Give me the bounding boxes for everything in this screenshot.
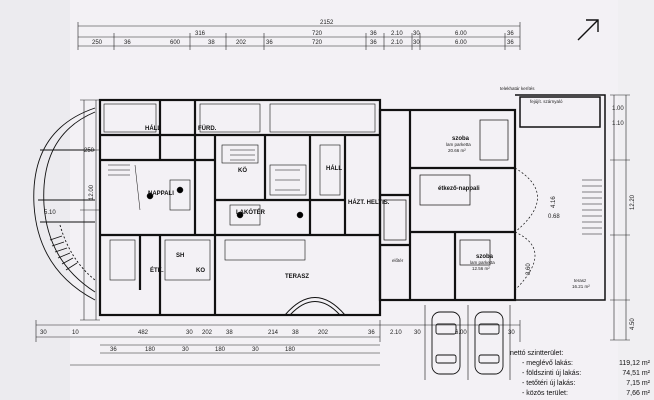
boundary-label: telekhatár kerítés <box>500 86 535 91</box>
area-row-value: 74,51 m² <box>622 370 650 377</box>
dim-bottom: 30 <box>182 347 189 353</box>
dim-bottom: 30 <box>252 347 259 353</box>
dim-top: 36 <box>266 40 273 46</box>
dim-top: 720 <box>312 31 323 37</box>
dim-bottom: 214 <box>268 330 279 336</box>
room-label: TERASZ <box>285 274 309 280</box>
dim-bottom: 38 <box>292 330 299 336</box>
dim-top: 36 <box>370 31 377 37</box>
room-label: szoba <box>476 254 494 260</box>
dim-top: 36 <box>507 40 514 46</box>
dim-top: 30 <box>413 31 420 37</box>
room-label: ÉTK. <box>150 266 164 274</box>
dim-right: 12.20 <box>630 194 636 210</box>
room-label: terasz <box>574 278 587 283</box>
dim-right: 0.68 <box>548 214 560 220</box>
dim-bottom: 180 <box>145 347 156 353</box>
area-row: - tetőtéri új lakás: 7,15 m² <box>510 379 650 389</box>
room-label: fejújít. szárnyaló <box>530 99 563 104</box>
room-area: 12.56 m² <box>472 266 490 271</box>
dim-left: 250 <box>84 148 95 154</box>
area-row-value: 7,15 m² <box>626 380 650 387</box>
room-label: KO <box>196 268 205 274</box>
dim-top: 250 <box>92 40 103 46</box>
room-area: 16.21 m² <box>572 284 590 289</box>
dim-bottom: 36 <box>110 347 117 353</box>
room-area: 20.66 m² <box>448 148 466 153</box>
dim-bottom: 202 <box>202 330 213 336</box>
dim-bottom: 482 <box>138 330 149 336</box>
dim-bottom: 38 <box>226 330 233 336</box>
dim-right: 4.50 <box>630 318 636 330</box>
room-label: FÜRD. <box>198 125 217 132</box>
dim-right: 3.60 <box>526 263 532 275</box>
room-label: KÖ <box>238 167 247 174</box>
room-label: HÁLL <box>326 165 342 172</box>
room-label: előtér <box>392 258 404 263</box>
room-label: szoba <box>452 136 470 142</box>
dim-overall: 2152 <box>320 20 334 26</box>
dim-top: 38 <box>208 40 215 46</box>
area-row: - földszinti új lakás: 74,51 m² <box>510 369 650 379</box>
dim-top: 2.10 <box>391 40 403 46</box>
dim-right: 4.16 <box>551 196 557 208</box>
room-label: SH <box>176 253 184 259</box>
area-row-label: - tetőtéri új lakás: <box>522 380 576 387</box>
dim-top: 600 <box>170 40 181 46</box>
area-row: - meglévő lakás: 119,12 m² <box>510 359 650 369</box>
dim-top: 6.00 <box>455 40 467 46</box>
dim-bottom: 36 <box>368 330 375 336</box>
dim-top: 202 <box>236 40 247 46</box>
dim-top: 720 <box>312 40 323 46</box>
dim-top: 6.00 <box>455 31 467 37</box>
room-label: NAPPALI <box>148 191 174 197</box>
dim-bottom: 30 <box>508 330 515 336</box>
north-arrow-icon <box>577 19 599 41</box>
room-label: LAKÓTÉR <box>236 208 266 216</box>
dim-bottom: 30 <box>40 330 47 336</box>
dim-left: 12.00 <box>89 184 95 200</box>
dim-top: 2.10 <box>391 31 403 37</box>
car-icon <box>474 311 504 375</box>
dim-bottom: 30 <box>414 330 421 336</box>
dim-bottom: 180 <box>215 347 226 353</box>
area-row: - közös terület: 7,66 m² <box>510 389 650 399</box>
dim-bottom: 202 <box>318 330 329 336</box>
dim-top: 316 <box>195 31 206 37</box>
dim-top: 36 <box>507 31 514 37</box>
room-material: lam parketta <box>446 142 471 147</box>
area-row-value: 119,12 m² <box>619 360 650 367</box>
dim-top: 36 <box>370 40 377 46</box>
dim-bottom: 2.10 <box>390 330 402 336</box>
area-summary-title: nettó szintterület: <box>510 350 564 357</box>
area-row-value: 7,66 m² <box>626 390 650 397</box>
dim-bottom: 10 <box>72 330 79 336</box>
area-row-label: - földszinti új lakás: <box>522 370 582 377</box>
room-label: étkező-nappali <box>438 186 480 192</box>
room-material: lam parketta <box>470 260 495 265</box>
dim-right: 1.10 <box>612 121 624 127</box>
room-label: HÁZT. HELYIS. <box>348 199 390 206</box>
area-row-label: - meglévő lakás: <box>522 360 573 367</box>
dim-right: 1.00 <box>612 106 624 112</box>
room-label: HÁLL <box>145 125 161 132</box>
dim-bottom: 30 <box>186 330 193 336</box>
dim-left: 5.10 <box>44 210 56 216</box>
car-icon <box>431 311 461 375</box>
dim-bottom: 180 <box>285 347 296 353</box>
dim-bottom: 6.00 <box>455 330 467 336</box>
area-row-label: - közös terület: <box>522 390 568 397</box>
dim-top: 36 <box>124 40 131 46</box>
dim-top: 30 <box>413 40 420 46</box>
